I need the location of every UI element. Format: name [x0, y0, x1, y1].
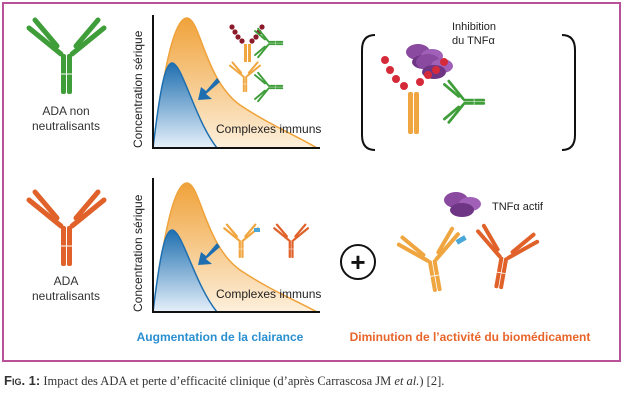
- antibody-neutralizing-icon: [29, 192, 104, 266]
- immune-complex-label: Complexes immuns: [216, 122, 321, 136]
- ada-label-line2: neutralisants: [32, 289, 100, 303]
- y-axis-label: Concentration sérique: [131, 194, 145, 312]
- caption-italic: et al.: [394, 374, 420, 388]
- ada-label-line1: ADA: [54, 274, 79, 288]
- inhibition-label-line1: Inhibition: [452, 21, 496, 33]
- caption-tail: ) [2].: [419, 374, 445, 388]
- ada-non-label-line2: neutralisants: [32, 119, 100, 133]
- tnf-active-icon: [444, 192, 481, 217]
- blue-curve: [152, 62, 219, 149]
- caption-label: Fig. 1:: [4, 373, 41, 388]
- plus-symbol: +: [350, 247, 365, 277]
- tnf-inhibition-icon: [381, 44, 487, 134]
- immune-complex-icon: [228, 24, 285, 103]
- decrease-arrow-icon: [198, 78, 220, 100]
- decrease-arrow-icon: [198, 243, 220, 265]
- chart-row2: Concentration sérique Complexes immuns: [131, 178, 321, 313]
- chart-row1: Concentration sérique Complexes immuns: [131, 15, 321, 149]
- neutralized-drug-icon: [398, 225, 539, 297]
- neutralizing-complex-icon: [223, 223, 310, 260]
- y-axis-label: Concentration sérique: [131, 30, 145, 148]
- clearance-label: Augmentation de la clairance: [137, 330, 304, 344]
- caption-text: Impact des ADA et perte d’efficacité cli…: [40, 374, 395, 388]
- plus-icon: [340, 244, 376, 280]
- figure-border: [2, 2, 621, 362]
- tnf-active-label: TNFα actif: [492, 201, 544, 213]
- ada-non-label-line1: ADA non: [42, 104, 89, 118]
- figure-diagram: ADA non neutralisants Concentration séri…: [2, 2, 621, 362]
- figure-caption: Fig. 1: Impact des ADA et perte d’effica…: [4, 373, 444, 389]
- inhibition-label-line2: du TNFα: [452, 35, 495, 47]
- activity-label: Diminution de l’activité du biomédicamen…: [350, 330, 591, 344]
- antibody-non-neutralizing-icon: [29, 20, 104, 94]
- immune-complex-label: Complexes immuns: [216, 287, 321, 301]
- left-bracket: [361, 34, 376, 151]
- right-bracket: [561, 34, 576, 151]
- blue-curve: [152, 229, 219, 313]
